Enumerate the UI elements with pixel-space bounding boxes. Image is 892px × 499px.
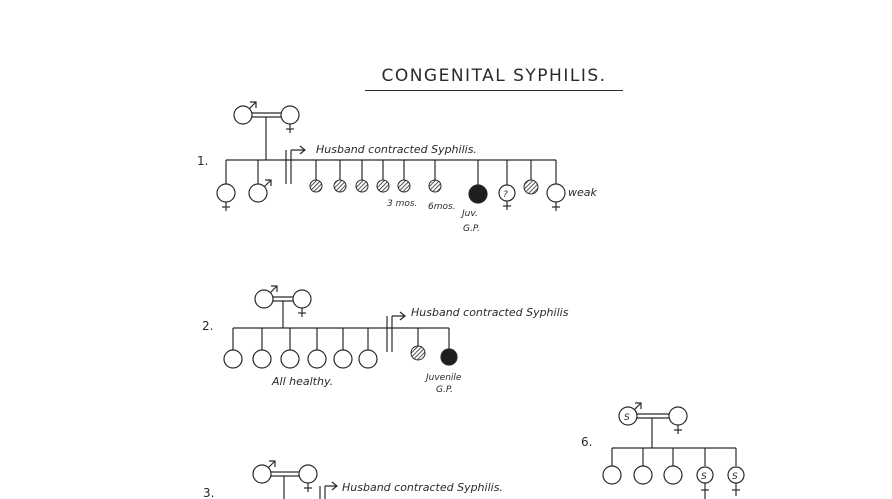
p1-affected-child bbox=[376, 179, 390, 193]
p6-syphilitic-child: S bbox=[696, 466, 714, 499]
svg-text:S: S bbox=[701, 472, 707, 482]
p6-father-syphilitic: S bbox=[618, 402, 642, 426]
p1-note: Husband contracted Syphilis. bbox=[316, 143, 477, 156]
p1-age-6mos: 6mos. bbox=[428, 202, 456, 212]
p1-affected-child bbox=[428, 179, 442, 193]
pedigree-6-number: 6. bbox=[581, 435, 592, 449]
p2-healthy-child bbox=[223, 349, 243, 369]
pedigree-3-number: 3. bbox=[203, 486, 214, 499]
p2-healthy-child bbox=[358, 349, 378, 369]
p1-age-3mos: 3 mos. bbox=[387, 199, 417, 209]
p1-question-mark: ? bbox=[503, 190, 508, 200]
p1-juvenile-gp-child bbox=[468, 184, 488, 204]
p3-father bbox=[252, 460, 276, 484]
p1-affected-child bbox=[523, 179, 539, 195]
pedigree-1: 1. Husband contracted Syphilis. bbox=[197, 101, 598, 234]
p1-affected-child bbox=[397, 179, 411, 193]
p2-affected-child bbox=[410, 345, 426, 361]
title-underline bbox=[365, 90, 623, 91]
p6-mother bbox=[668, 406, 688, 434]
p1-weak-child bbox=[546, 183, 566, 211]
p2-mother bbox=[292, 289, 312, 317]
p1-child-2-male bbox=[248, 179, 272, 203]
figure-title: CONGENITAL SYPHILIS. bbox=[381, 66, 607, 86]
pedigree-1-number: 1. bbox=[197, 154, 208, 168]
p6-syphilitic-child: S bbox=[727, 466, 745, 496]
p3-arrow bbox=[325, 481, 338, 491]
p1-gp-label: G.P. bbox=[463, 224, 480, 234]
p1-mother bbox=[280, 105, 300, 133]
pedigree-6: 6. S S bbox=[581, 402, 745, 499]
p1-father bbox=[233, 101, 257, 125]
p6-child bbox=[602, 465, 622, 485]
p3-mother bbox=[298, 464, 318, 492]
pedigree-2: 2. Husband contracted Syphilis bbox=[202, 285, 569, 395]
p1-weak-label: weak bbox=[568, 186, 598, 199]
p1-juv-label: Juv. bbox=[460, 209, 478, 219]
p1-child-1-female bbox=[216, 183, 236, 211]
svg-text:S: S bbox=[732, 472, 738, 482]
p1-uncertain-child: ? bbox=[498, 184, 516, 210]
p2-note: Husband contracted Syphilis bbox=[411, 306, 569, 319]
p6-child bbox=[663, 465, 683, 485]
p2-gp-label: G.P. bbox=[436, 385, 453, 395]
p2-healthy-child bbox=[307, 349, 327, 369]
p2-arrow bbox=[392, 311, 406, 321]
pedigree-2-number: 2. bbox=[202, 319, 213, 333]
p2-juvenile-label: Juvenile bbox=[424, 373, 462, 383]
p2-all-healthy-label: All healthy. bbox=[271, 375, 333, 388]
p3-note: Husband contracted Syphilis. bbox=[342, 481, 503, 494]
p1-affected-child bbox=[309, 179, 323, 193]
p2-father bbox=[254, 285, 278, 309]
p1-affected-child bbox=[355, 179, 369, 193]
pedigree-3: 3. Husband contracted Syphilis. bbox=[203, 460, 503, 499]
p2-healthy-child bbox=[252, 349, 272, 369]
p2-healthy-child bbox=[280, 349, 300, 369]
p1-affected-child bbox=[333, 179, 347, 193]
svg-text:S: S bbox=[624, 413, 630, 423]
p2-juvenile-gp-child bbox=[440, 348, 458, 366]
p6-child bbox=[633, 465, 653, 485]
p2-healthy-child bbox=[333, 349, 353, 369]
p1-arrow bbox=[291, 145, 306, 155]
